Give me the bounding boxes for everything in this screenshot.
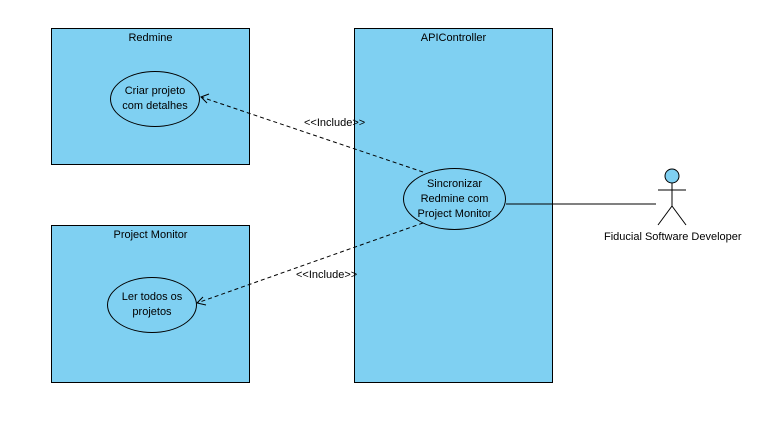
system-project-monitor: Project Monitor [51, 225, 250, 383]
actor-figure [657, 168, 687, 226]
include-arrowhead-top [200, 93, 210, 104]
system-project-monitor-title: Project Monitor [113, 229, 188, 241]
usecase-sincronizar: Sincronizar Redmine com Project Monitor [403, 168, 506, 230]
actor-head [664, 168, 680, 184]
usecase-ler-projetos: Ler todos os projetos [107, 277, 197, 333]
usecase-ler-projetos-label: Ler todos os projetos [121, 291, 183, 318]
system-api-controller-title: APIController [420, 32, 487, 44]
usecase-criar-projeto-label: Criar projeto com detalhes [122, 85, 188, 112]
system-redmine-title: Redmine [128, 32, 173, 44]
usecase-sincronizar-label: Sincronizar Redmine com Project Monitor [417, 177, 492, 220]
include-label-top: <<Include>> [304, 117, 366, 129]
include-arrowhead-bottom [196, 296, 207, 306]
actor-right-leg [671, 205, 687, 226]
usecase-criar-projeto: Criar projeto com detalhes [110, 71, 200, 127]
actor-name: Fiducial Software Developer [604, 231, 742, 243]
include-line-bottom [196, 222, 424, 304]
include-label-bottom: <<Include>> [296, 269, 358, 281]
actor-left-leg [657, 205, 673, 226]
include-line-top [200, 96, 424, 173]
